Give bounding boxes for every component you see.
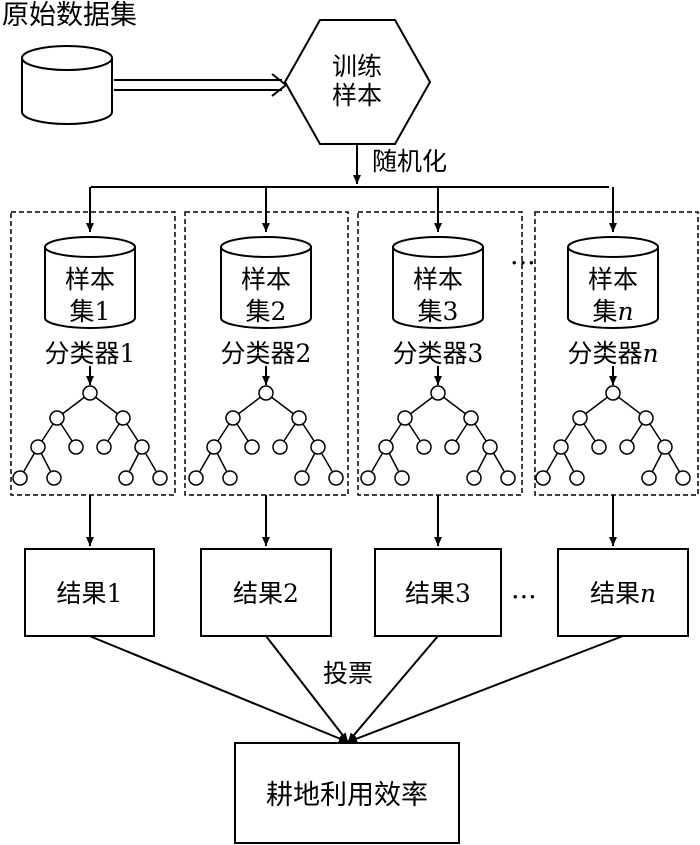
vote-arrow [347,635,624,743]
result-ellipsis: ··· [511,582,537,613]
classifier-frame [357,211,523,496]
sample-set-database-icon [44,236,136,329]
classifier-label: 分类器3 [393,339,484,368]
training-label-line2: 样本 [332,81,382,110]
result-box [200,548,332,637]
result-label: 结果3 [405,579,471,608]
training-samples-hexagon [283,19,432,145]
sample-set-label-index: 集3 [418,297,459,326]
vote-label: 投票 [323,659,373,688]
decision-tree-icon [535,385,691,486]
final-output-label: 耕地利用效率 [266,780,428,811]
decision-tree-icon [188,385,344,486]
result-label: 结果n [590,579,656,608]
vote-arrow [89,635,349,743]
source-database-icon [21,45,113,125]
decision-tree-icon [12,385,168,486]
sample-set-label-word: 样本 [588,265,638,294]
sample-set-label-index: 集2 [246,297,287,326]
sample-set-label-index: 集n [592,297,633,326]
classifier-frame [534,211,699,496]
vote-arrow [347,635,439,743]
classifier-label: 分类器2 [221,339,312,368]
sample-set-label-word: 样本 [413,265,463,294]
result-box [24,548,155,637]
sample-set-label-word: 样本 [65,265,115,294]
classifier-frame [10,211,176,496]
sample-set-database-icon [567,236,659,329]
source-dataset-label: 原始数据集 [2,0,137,31]
result-box [374,548,502,637]
classifier-label: 分类器1 [45,339,136,368]
sample-set-database-icon [220,236,312,329]
classifier-ellipsis: ··· [510,248,536,279]
decision-tree-icon [360,385,516,486]
sample-set-label-index: 集1 [70,297,111,326]
training-label-line1: 训练 [332,52,382,81]
classifier-label: 分类器n [567,339,658,368]
randomize-label: 随机化 [372,147,447,176]
sample-set-database-icon [392,236,484,329]
result-label: 结果2 [233,579,299,608]
data-flow-double-arrow [114,73,288,97]
result-label: 结果1 [57,579,123,608]
vote-arrow [265,635,349,743]
final-output-box [234,742,460,844]
sample-set-label-word: 样本 [241,265,291,294]
